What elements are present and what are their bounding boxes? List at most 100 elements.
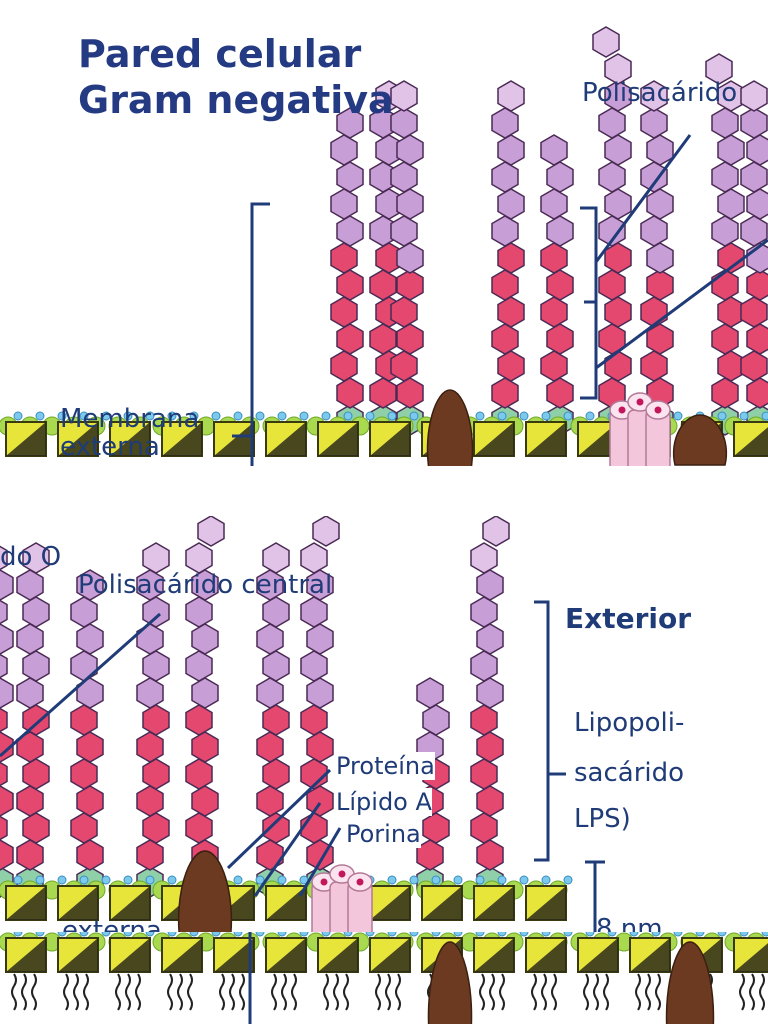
lipid-block-shade [266, 422, 306, 456]
label-lps-line2: sacárido [574, 758, 685, 788]
lipid-tail [479, 973, 485, 1011]
hexagon-sugar-icon [540, 188, 568, 220]
label-membrana-externa-line1: Membrana [60, 404, 200, 434]
hexagon-sugar-icon [476, 677, 504, 709]
granule [101, 932, 111, 937]
granule [343, 411, 353, 421]
granule [123, 411, 133, 421]
lipid-tail [739, 973, 745, 1011]
hexagon-sugar-icon [185, 704, 213, 736]
hexagon-sugar-icon [546, 323, 574, 355]
hexagon-sugar-icon [0, 839, 14, 871]
hexagon-sugar-icon [396, 188, 424, 220]
granule [145, 932, 155, 937]
granule [167, 875, 177, 885]
hexagon-sugar-icon [0, 623, 14, 655]
hexagon-sugar-icon [604, 188, 632, 220]
hexagon-sugar-icon [70, 704, 98, 736]
hexagon-sugar-icon [22, 812, 50, 844]
lipid-tail [167, 973, 173, 1011]
porin-icon [311, 864, 373, 932]
hexagon-sugar-icon [540, 350, 568, 382]
lipid-tail [115, 973, 121, 1011]
hexagon-sugar-icon [604, 350, 632, 382]
granule [321, 932, 331, 937]
hexagon-sugar-icon [330, 296, 358, 328]
hexagon-sugar-icon [0, 599, 8, 625]
hexagon-sugar-icon [185, 596, 213, 628]
hexagon-sugar-icon [711, 377, 739, 409]
hexagon-sugar-icon [396, 323, 424, 355]
granule [101, 411, 111, 421]
hexagon-sugar-icon [390, 215, 418, 247]
granule [453, 875, 463, 885]
hexagon-sugar-icon [0, 569, 14, 601]
lipid-block-shade [370, 938, 410, 972]
lipid-tail [31, 973, 37, 1011]
hexagon-sugar-icon [306, 569, 334, 601]
hexagon-sugar-icon [76, 623, 104, 655]
protein-shape [665, 941, 715, 1024]
lipid-block-shade [6, 422, 46, 456]
granule [519, 411, 529, 421]
hexagon-sugar-icon [705, 53, 733, 85]
hexagon-sugar-icon [476, 839, 504, 871]
hexagon-sugar-icon [540, 242, 568, 274]
hexagon-sugar-icon [185, 812, 213, 844]
outer-membrane-layer [0, 875, 573, 921]
hexagon-sugar-icon [22, 542, 50, 574]
hexagon-sugar-icon [491, 161, 519, 193]
band-bottom [0, 932, 768, 1024]
granule [717, 411, 727, 421]
hexagon-sugar-icon [640, 161, 668, 193]
lipid-block-shade [58, 886, 98, 920]
hexagon-sugar-icon [491, 107, 519, 139]
hexagon-sugar-icon [470, 650, 498, 682]
hexagon-sugar-icon [422, 704, 450, 736]
granule [739, 932, 749, 937]
hexagon-sugar-icon [76, 569, 104, 601]
hexagon-sugar-icon [369, 377, 397, 409]
hexagon-sugar-icon [191, 623, 219, 655]
lipid-block-shade [266, 886, 306, 920]
hexagon-sugar-icon [330, 188, 358, 220]
hexagon-sugar-icon [336, 107, 364, 139]
hexagon-sugar-icon [746, 377, 768, 409]
hexagon-sugar-icon [300, 704, 328, 736]
granule [431, 932, 441, 937]
granule [35, 875, 45, 885]
hexagon-sugar-icon [646, 188, 674, 220]
hexagon-sugar-icon [336, 377, 364, 409]
granule [717, 932, 727, 937]
lipid-block-shade [474, 422, 514, 456]
hexagon-sugar-icon [497, 134, 525, 166]
hexagon-sugar-icon [16, 569, 44, 601]
hexagon-sugar-icon [330, 134, 358, 166]
granule [13, 932, 23, 937]
hexagon-sugar-icon [546, 215, 574, 247]
hexagon-sugar-icon [262, 542, 290, 574]
granule [651, 932, 661, 937]
hexagon-sugar-icon [646, 269, 674, 301]
hexagon-sugar-icon [306, 785, 334, 817]
hexagon-sugar-icon [546, 269, 574, 301]
granule [277, 411, 287, 421]
granule [145, 411, 155, 421]
hexagon-sugar-icon [142, 704, 170, 736]
hexagon-sugar-icon [142, 650, 170, 682]
granule [387, 932, 397, 937]
lipid-tail [63, 973, 69, 1011]
lipid-block-shade [370, 886, 410, 920]
label-polisacarido-o: Polisacárido [582, 78, 738, 108]
hexagon-sugar-icon [491, 323, 519, 355]
hexagon-sugar-icon [470, 704, 498, 736]
lipid-block-shade [110, 422, 150, 456]
lipid-tail [323, 973, 329, 1011]
hexagon-sugar-icon [470, 542, 498, 574]
granule [211, 411, 221, 421]
granule [387, 411, 397, 421]
hexagon-sugar-icon [416, 677, 444, 709]
hexagon-sugar-icon [390, 161, 418, 193]
hexagon-sugar-icon [300, 758, 328, 790]
hexagon-sugar-icon [396, 242, 424, 274]
